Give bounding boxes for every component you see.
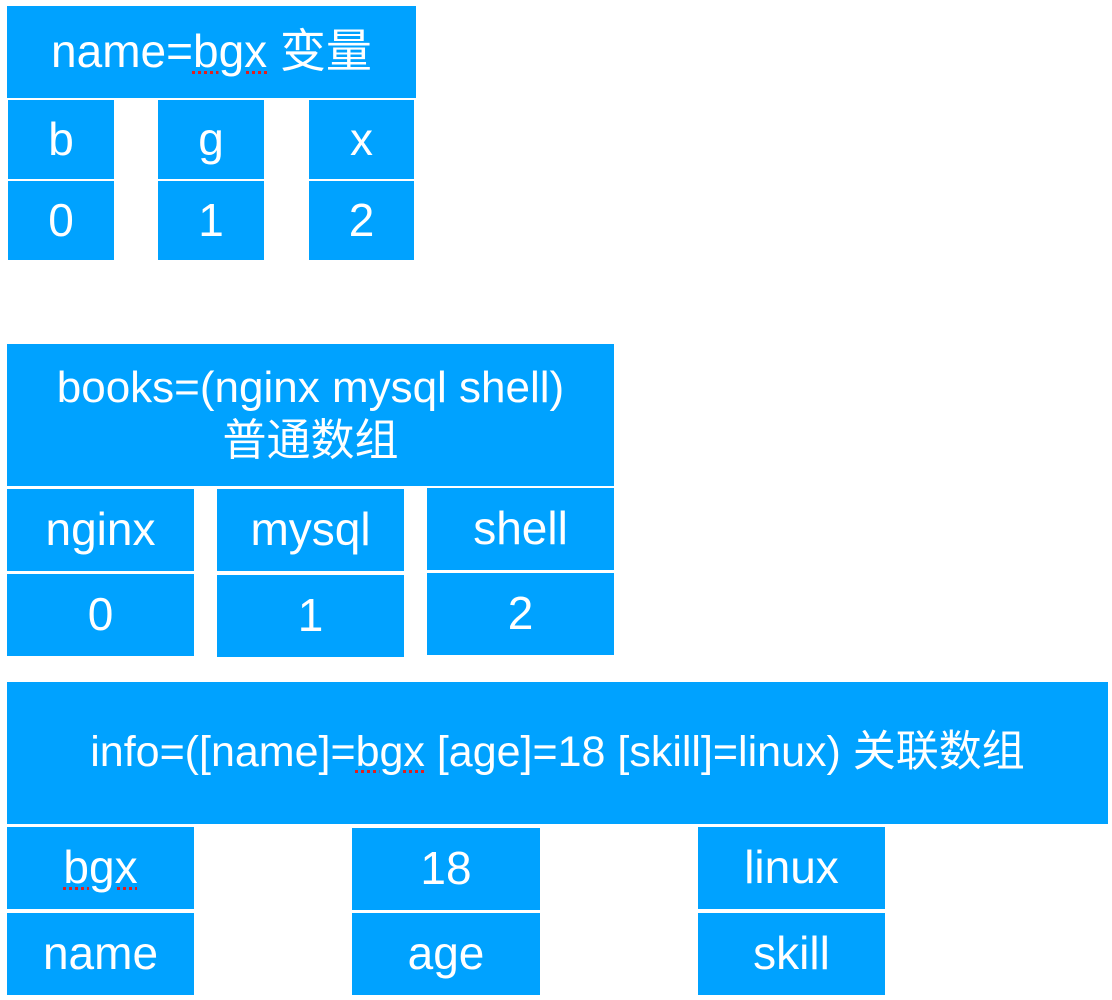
indexed-array-value-box: shell xyxy=(427,488,614,570)
variable-char-box: g xyxy=(158,100,264,179)
indexed-array-value-box: mysql xyxy=(217,489,404,571)
assoc-array-header-value: bgx xyxy=(355,728,425,777)
variable-index-box: 0 xyxy=(8,181,114,260)
assoc-array-key-box: skill xyxy=(698,913,885,995)
assoc-array-header-text: info=([name]=bgx [age]=18 [skill]=linux)… xyxy=(90,728,1025,777)
assoc-array-value-box: bgx xyxy=(7,827,194,909)
indexed-array-header-line2: 普通数组 xyxy=(222,416,399,465)
variable-char-box: b xyxy=(8,100,114,179)
assoc-array-value-box: 18 xyxy=(352,828,540,910)
variable-char-box: x xyxy=(309,100,414,179)
assoc-array-header: info=([name]=bgx [age]=18 [skill]=linux)… xyxy=(7,682,1108,824)
variable-header: name=bgx 变量 xyxy=(7,6,416,98)
assoc-array-value-text: bgx xyxy=(63,841,138,894)
indexed-array-value-box: nginx xyxy=(7,489,194,571)
assoc-array-key-box: name xyxy=(7,913,194,995)
variable-header-value: bgx xyxy=(192,25,268,78)
assoc-array-value-box: linux xyxy=(698,827,885,909)
indexed-array-header-line1: books=(nginx mysql shell) xyxy=(56,363,565,413)
indexed-array-header: books=(nginx mysql shell) 普通数组 xyxy=(7,344,614,486)
indexed-array-index-box: 1 xyxy=(217,575,404,657)
variable-index-box: 2 xyxy=(309,181,414,260)
indexed-array-index-box: 2 xyxy=(427,573,614,655)
variable-header-text: name=bgx 变量 xyxy=(51,25,372,78)
variable-index-box: 1 xyxy=(158,181,264,260)
indexed-array-index-box: 0 xyxy=(7,574,194,656)
assoc-array-key-box: age xyxy=(352,913,540,995)
